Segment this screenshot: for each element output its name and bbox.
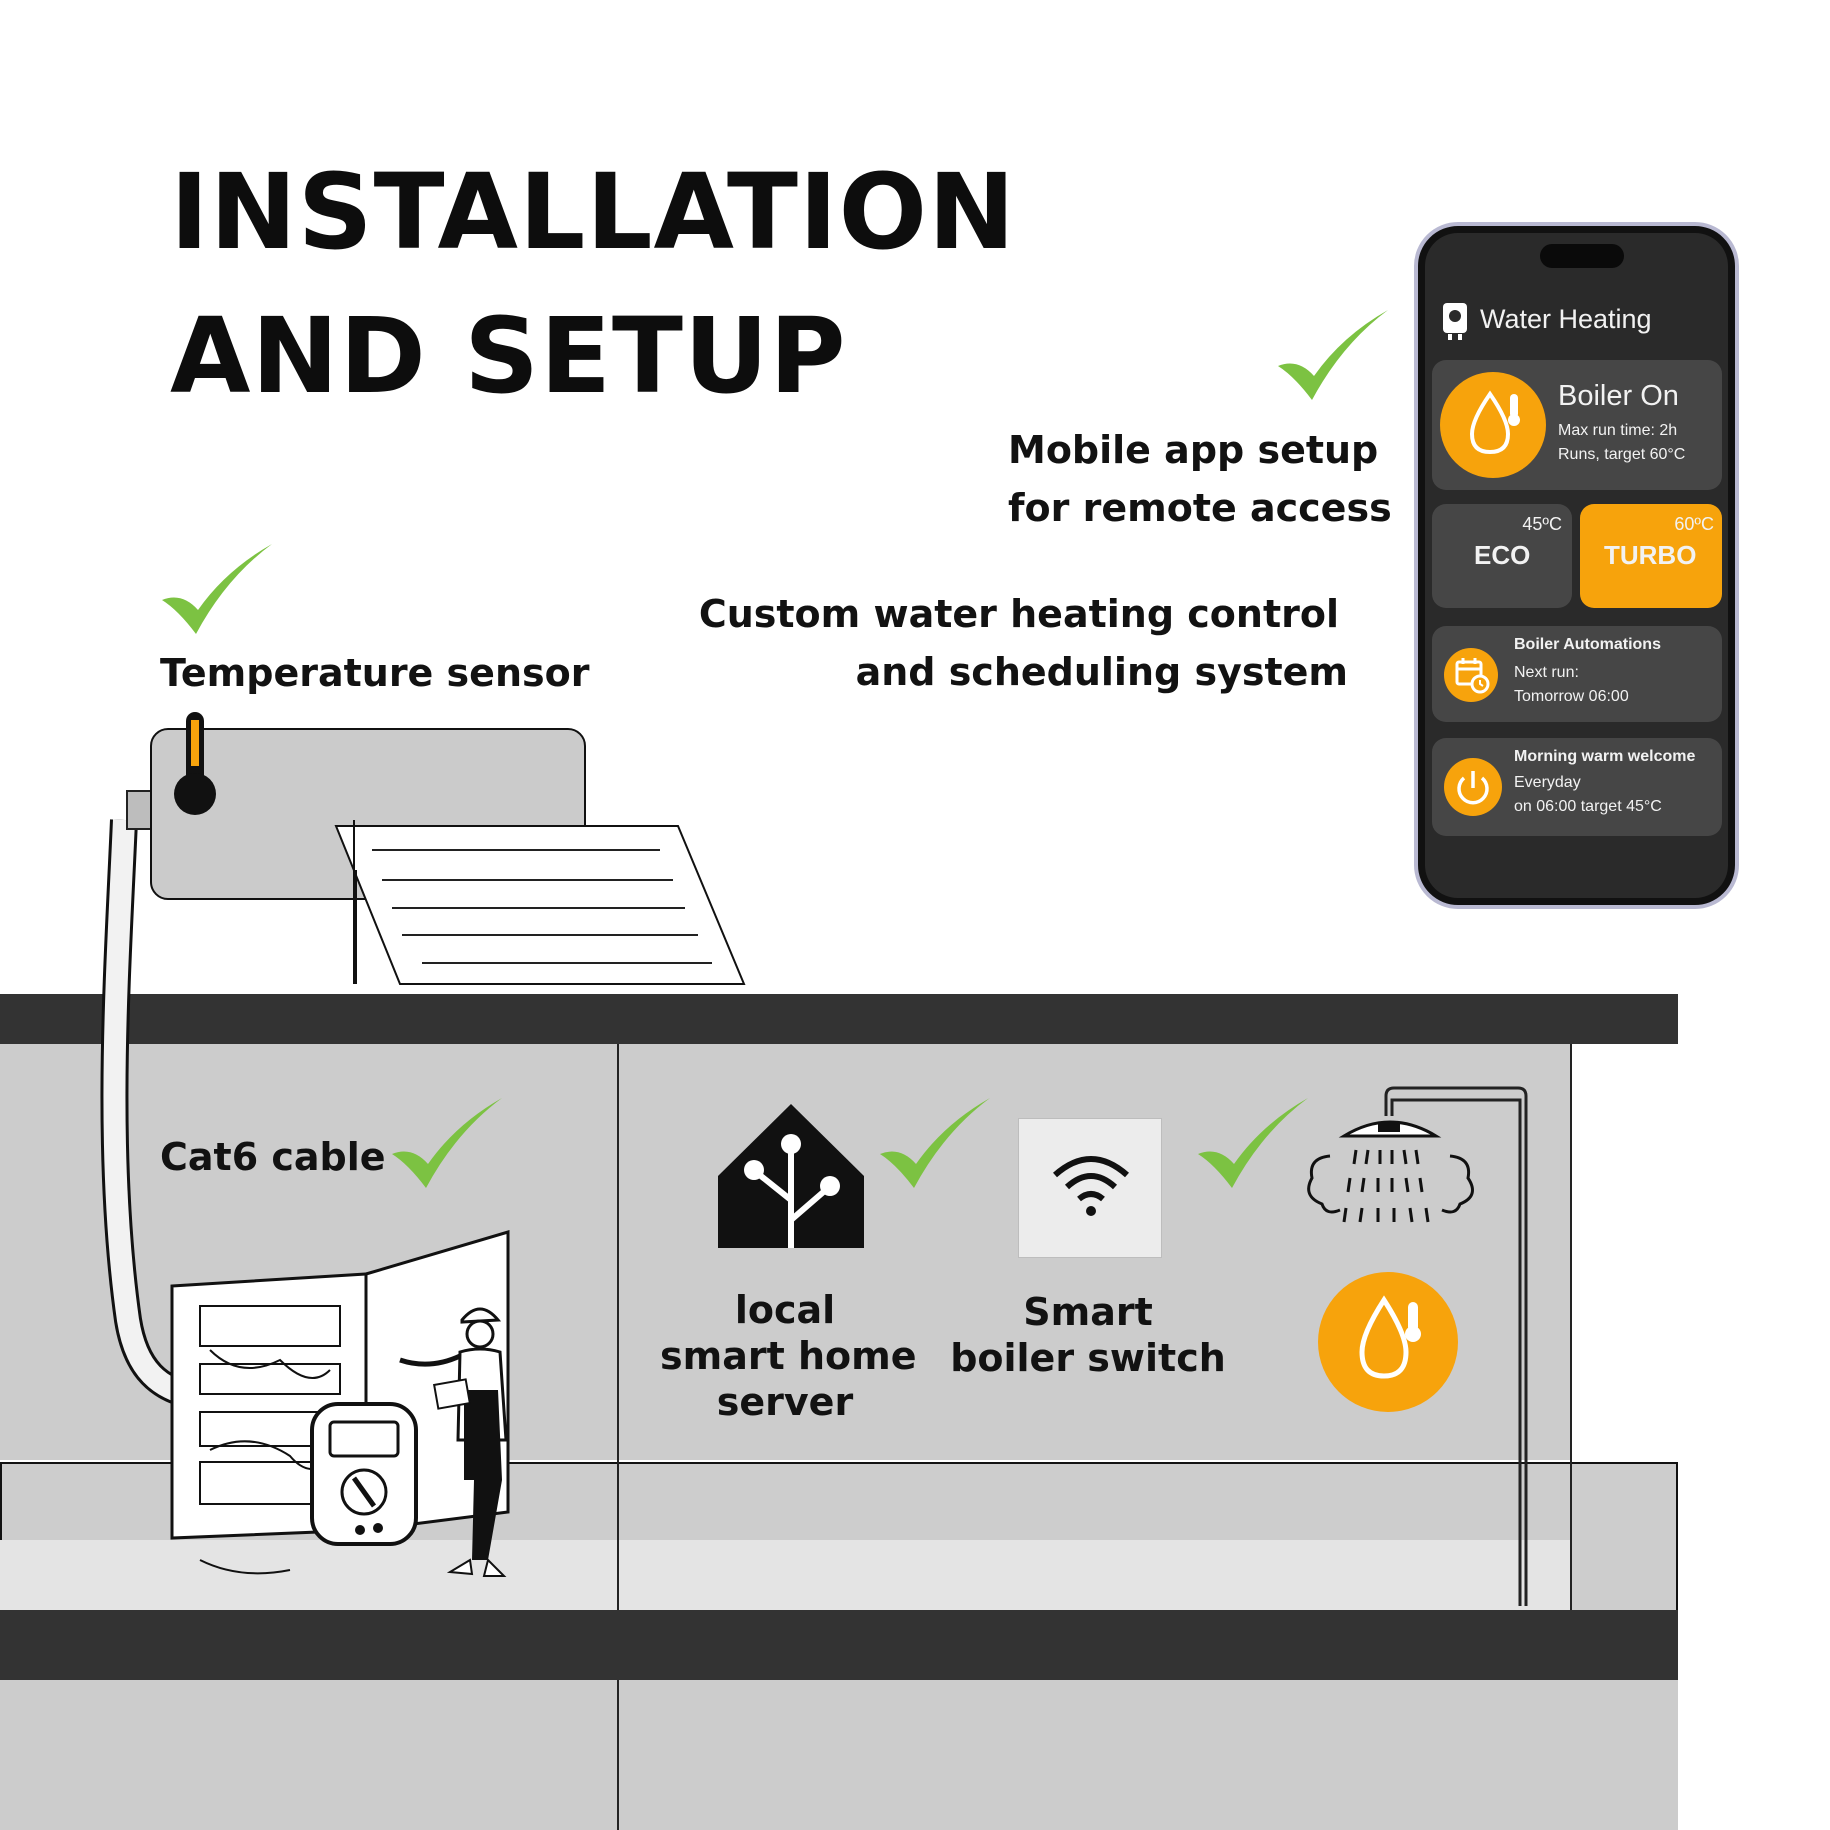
technician-figure — [380, 1290, 530, 1585]
control-label-2: and scheduling system — [855, 650, 1348, 694]
check-icon — [1192, 1094, 1312, 1194]
switch-label-1: Smart — [1023, 1290, 1153, 1334]
shower-icon — [1300, 1086, 1530, 1621]
multimeter-icon — [308, 1400, 420, 1555]
next-run-value: Tomorrow 06:00 — [1514, 688, 1629, 705]
wall-divider — [617, 1044, 619, 1610]
server-label-3: server — [716, 1380, 854, 1424]
check-icon — [156, 540, 276, 640]
boiler-icon — [1442, 302, 1468, 345]
boiler-status-card[interactable]: Boiler On Max run time: 2h Runs, target … — [1432, 360, 1722, 490]
solar-panel-icon — [330, 820, 750, 995]
floor-light-strip — [0, 1540, 1570, 1610]
check-icon — [874, 1094, 994, 1194]
eco-label: ECO — [1474, 540, 1531, 570]
page-title: INSTALLATION AND SETUP — [170, 140, 1016, 428]
automations-title: Boiler Automations — [1514, 636, 1661, 653]
floor-slab — [0, 1610, 1678, 1680]
morning-schedule-card[interactable]: Morning warm welcome Everyday on 06:00 t… — [1432, 738, 1722, 836]
title-line-1: INSTALLATION — [170, 151, 1017, 273]
server-label-1: local — [734, 1288, 836, 1332]
turbo-label: TURBO — [1604, 540, 1697, 570]
cable-pipe — [0, 0, 420, 1425]
runs-target-text: Runs, target 60°C — [1558, 446, 1686, 463]
eco-mode-button[interactable]: 45ºC ECO — [1432, 504, 1572, 608]
temperature-sensor-label: Temperature sensor — [160, 651, 590, 695]
check-icon — [1272, 306, 1392, 406]
next-run-label: Next run: — [1514, 664, 1579, 681]
wall-divider-lower — [617, 1680, 619, 1830]
water-drop-icon — [1440, 372, 1546, 478]
title-line-2: AND SETUP — [170, 295, 847, 417]
boiler-connector — [126, 790, 152, 830]
server-label-2: smart home — [660, 1334, 917, 1378]
phone-mockup: Water Heating Boiler On Max run time: 2h… — [1414, 222, 1739, 909]
wall-lower — [0, 1678, 1678, 1830]
schedule-title: Morning warm welcome — [1514, 748, 1696, 765]
mobile-app-label-2: for remote access — [1008, 486, 1392, 530]
ceiling-slab — [0, 994, 1678, 1044]
home-assistant-icon — [716, 1102, 866, 1253]
turbo-mode-button[interactable]: 60ºC TURBO — [1580, 504, 1722, 608]
schedule-detail: on 06:00 target 45°C — [1514, 798, 1662, 815]
eco-temp: 45ºC — [1522, 514, 1562, 534]
thermometer-icon — [172, 710, 218, 823]
smart-switch-panel — [1018, 1118, 1162, 1258]
phone-notch — [1540, 244, 1624, 268]
check-icon — [386, 1094, 506, 1194]
wifi-icon — [1051, 1151, 1131, 1222]
water-drop-icon — [1318, 1272, 1458, 1412]
boiler-status-text: Boiler On — [1558, 380, 1679, 412]
switch-label: Smart boiler switch — [950, 1289, 1226, 1381]
app-title: Water Heating — [1480, 304, 1652, 334]
wall-edge-right — [1570, 1044, 1572, 1610]
mobile-app-label-1: Mobile app setup — [1008, 428, 1379, 472]
max-run-text: Max run time: 2h — [1558, 422, 1678, 439]
boiler-automations-card[interactable]: Boiler Automations Next run: Tomorrow 06… — [1432, 626, 1722, 722]
cat6-cable-label: Cat6 cable — [160, 1135, 386, 1179]
switch-label-2: boiler switch — [950, 1336, 1226, 1380]
turbo-temp: 60ºC — [1674, 514, 1714, 534]
control-label-1: Custom water heating control — [698, 592, 1339, 636]
server-label: local smart home server — [660, 1287, 917, 1425]
power-icon — [1444, 758, 1502, 816]
calendar-clock-icon — [1444, 648, 1498, 702]
schedule-frequency: Everyday — [1514, 774, 1581, 791]
